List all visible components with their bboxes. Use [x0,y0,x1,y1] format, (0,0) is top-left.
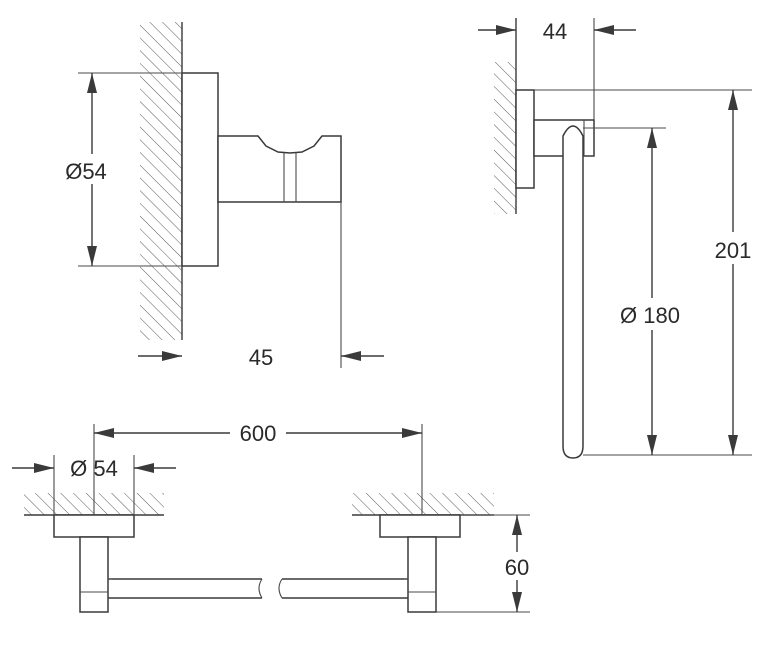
robe-hook-diameter-label-bg [54,154,118,184]
towel-ring-loop [562,125,584,459]
towel-bar-projection-arrow-top [512,515,522,535]
towel-ring-rosette [515,89,535,189]
towel-bar-length-label-bg [230,420,286,446]
towel-bar-break-right [278,578,283,599]
towel-ring-projection-arrow-left [496,25,516,35]
towel-bar-post-left [79,536,109,613]
towel-ring-height-arrow-bottom [728,435,738,455]
towel-ring-height-arrow-top [728,90,738,110]
towel-ring-diameter-arrow-top [647,128,657,148]
towel-ring-height-label: 201 [715,238,752,263]
towel-bar-length-label: 600 [240,421,277,446]
robe-hook-wall-hatch [140,22,182,340]
towel-ring-wall-hatch [494,62,516,214]
towel-bar-rosette-label: Ø 54 [70,456,118,481]
towel-bar-rail-right [282,578,408,599]
towel-bar-projection-label-bg [497,552,537,580]
towel-ring-projection-label: 44 [543,19,567,44]
robe-hook-view: Ø54 45 [54,22,384,370]
towel-ring-projection-arrow-right [594,25,614,35]
towel-ring-height-label-bg [700,232,766,264]
towel-bar-projection-label: 60 [505,555,529,580]
towel-bar-view: 600 Ø 54 60 [12,420,537,613]
towel-bar-post-right [407,536,437,613]
robe-hook-body [217,135,342,203]
towel-bar-wall-hatch-right [352,493,494,515]
towel-bar-rosette-arrow-left [34,463,54,473]
towel-ring-diameter-label: Ø 180 [620,303,680,328]
robe-hook-projection-label: 45 [249,345,273,370]
robe-hook-projection-arrow-left [162,351,182,361]
towel-bar-rail-left [108,578,262,599]
towel-bar-rosette-arrow-right [134,463,154,473]
towel-ring-diameter-label-bg [606,298,694,330]
towel-bar-break-left [258,578,263,599]
robe-hook-diameter-arrow-top [87,73,97,93]
towel-bar-rosette-right [379,514,461,538]
towel-bar-length-arrow-left [94,428,114,438]
towel-bar-projection-arrow-bottom [512,592,522,612]
robe-hook-diameter-label: Ø54 [65,159,107,184]
towel-bar-length-arrow-right [402,428,422,438]
towel-ring-view: 44 201 Ø 180 [478,18,766,459]
robe-hook-projection-arrow-right [341,351,361,361]
robe-hook-diameter-arrow-bottom [87,246,97,266]
towel-ring-diameter-arrow-bottom [647,435,657,455]
towel-bar-rosette-left [53,514,135,538]
robe-hook-rosette [181,72,219,267]
